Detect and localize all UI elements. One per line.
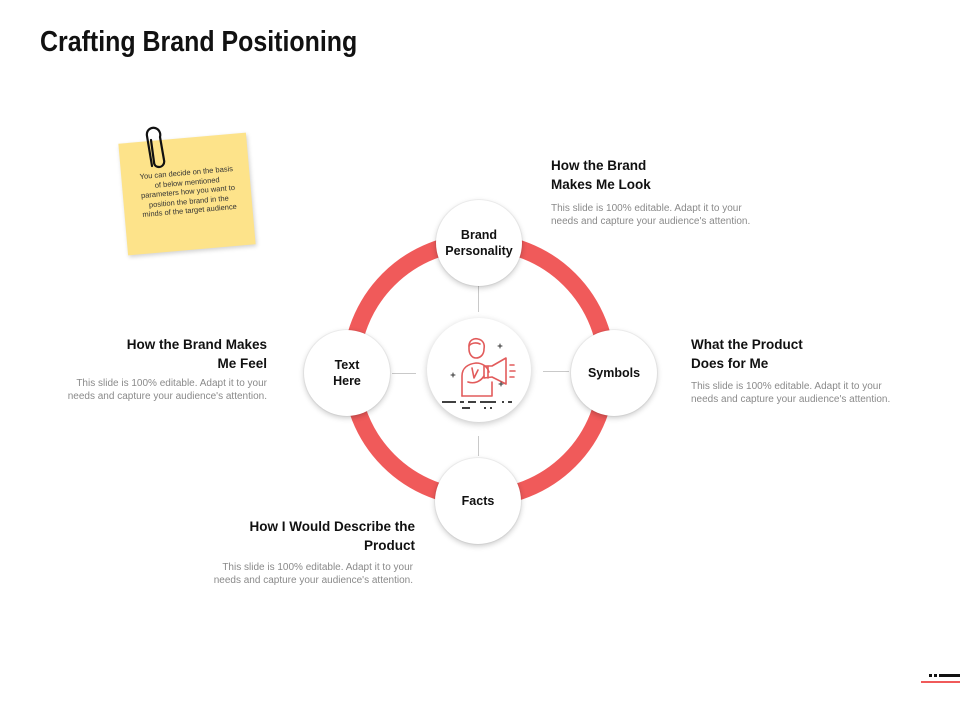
heading-line: Makes Me Look [551, 177, 651, 192]
heading-line: How I Would Describe the [249, 519, 415, 534]
heading-line: What the Product [691, 337, 803, 352]
desc-top-right: This slide is 100% editable. Adapt it to… [551, 202, 750, 228]
desc-left: This slide is 100% editable. Adapt it to… [20, 377, 267, 403]
node-label: Here [333, 374, 361, 388]
desc-right: This slide is 100% editable. Adapt it to… [691, 380, 890, 406]
node-facts: Facts [435, 458, 521, 544]
heading-bottom: How I Would Describe the Product [180, 517, 415, 555]
heading-line: How the Brand Makes [126, 337, 267, 352]
heading-right: What the Product Does for Me [691, 335, 803, 373]
node-label: Personality [445, 244, 513, 258]
center-circle [427, 318, 531, 422]
node-text-here: Text Here [304, 330, 390, 416]
heading-line: Product [363, 538, 415, 553]
desc-line: needs and capture your audience's attent… [691, 394, 891, 405]
connector-left [392, 373, 416, 374]
desc-line: needs and capture your audience's attent… [551, 216, 751, 227]
connector-top [478, 286, 479, 312]
megaphone-person-icon [442, 337, 516, 409]
paperclip-icon [145, 126, 166, 169]
desc-line: needs and capture your audience's attent… [213, 575, 413, 586]
desc-line: This slide is 100% editable. Adapt it to… [691, 381, 882, 392]
node-label: Brand [460, 228, 498, 242]
slide-footer-mark [921, 674, 960, 683]
node-label: Symbols [587, 366, 641, 380]
node-label: Text [334, 358, 360, 372]
desc-line: This slide is 100% editable. Adapt it to… [222, 562, 413, 573]
node-brand-personality: Brand Personality [436, 200, 522, 286]
heading-left: How the Brand Makes Me Feel [60, 335, 267, 373]
heading-line: Does for Me [691, 356, 769, 371]
node-label: Facts [461, 494, 495, 508]
connector-bottom [478, 436, 479, 456]
heading-line: Me Feel [217, 356, 267, 371]
desc-line: This slide is 100% editable. Adapt it to… [76, 378, 267, 389]
page-title: Crafting Brand Positioning [40, 26, 358, 58]
desc-bottom: This slide is 100% editable. Adapt it to… [150, 561, 413, 587]
connector-right [543, 371, 569, 372]
desc-line: This slide is 100% editable. Adapt it to… [551, 203, 742, 214]
desc-line: needs and capture your audience's attent… [67, 391, 267, 402]
heading-line: How the Brand [551, 158, 647, 173]
node-symbols: Symbols [571, 330, 657, 416]
heading-top-right: How the Brand Makes Me Look [551, 156, 651, 194]
